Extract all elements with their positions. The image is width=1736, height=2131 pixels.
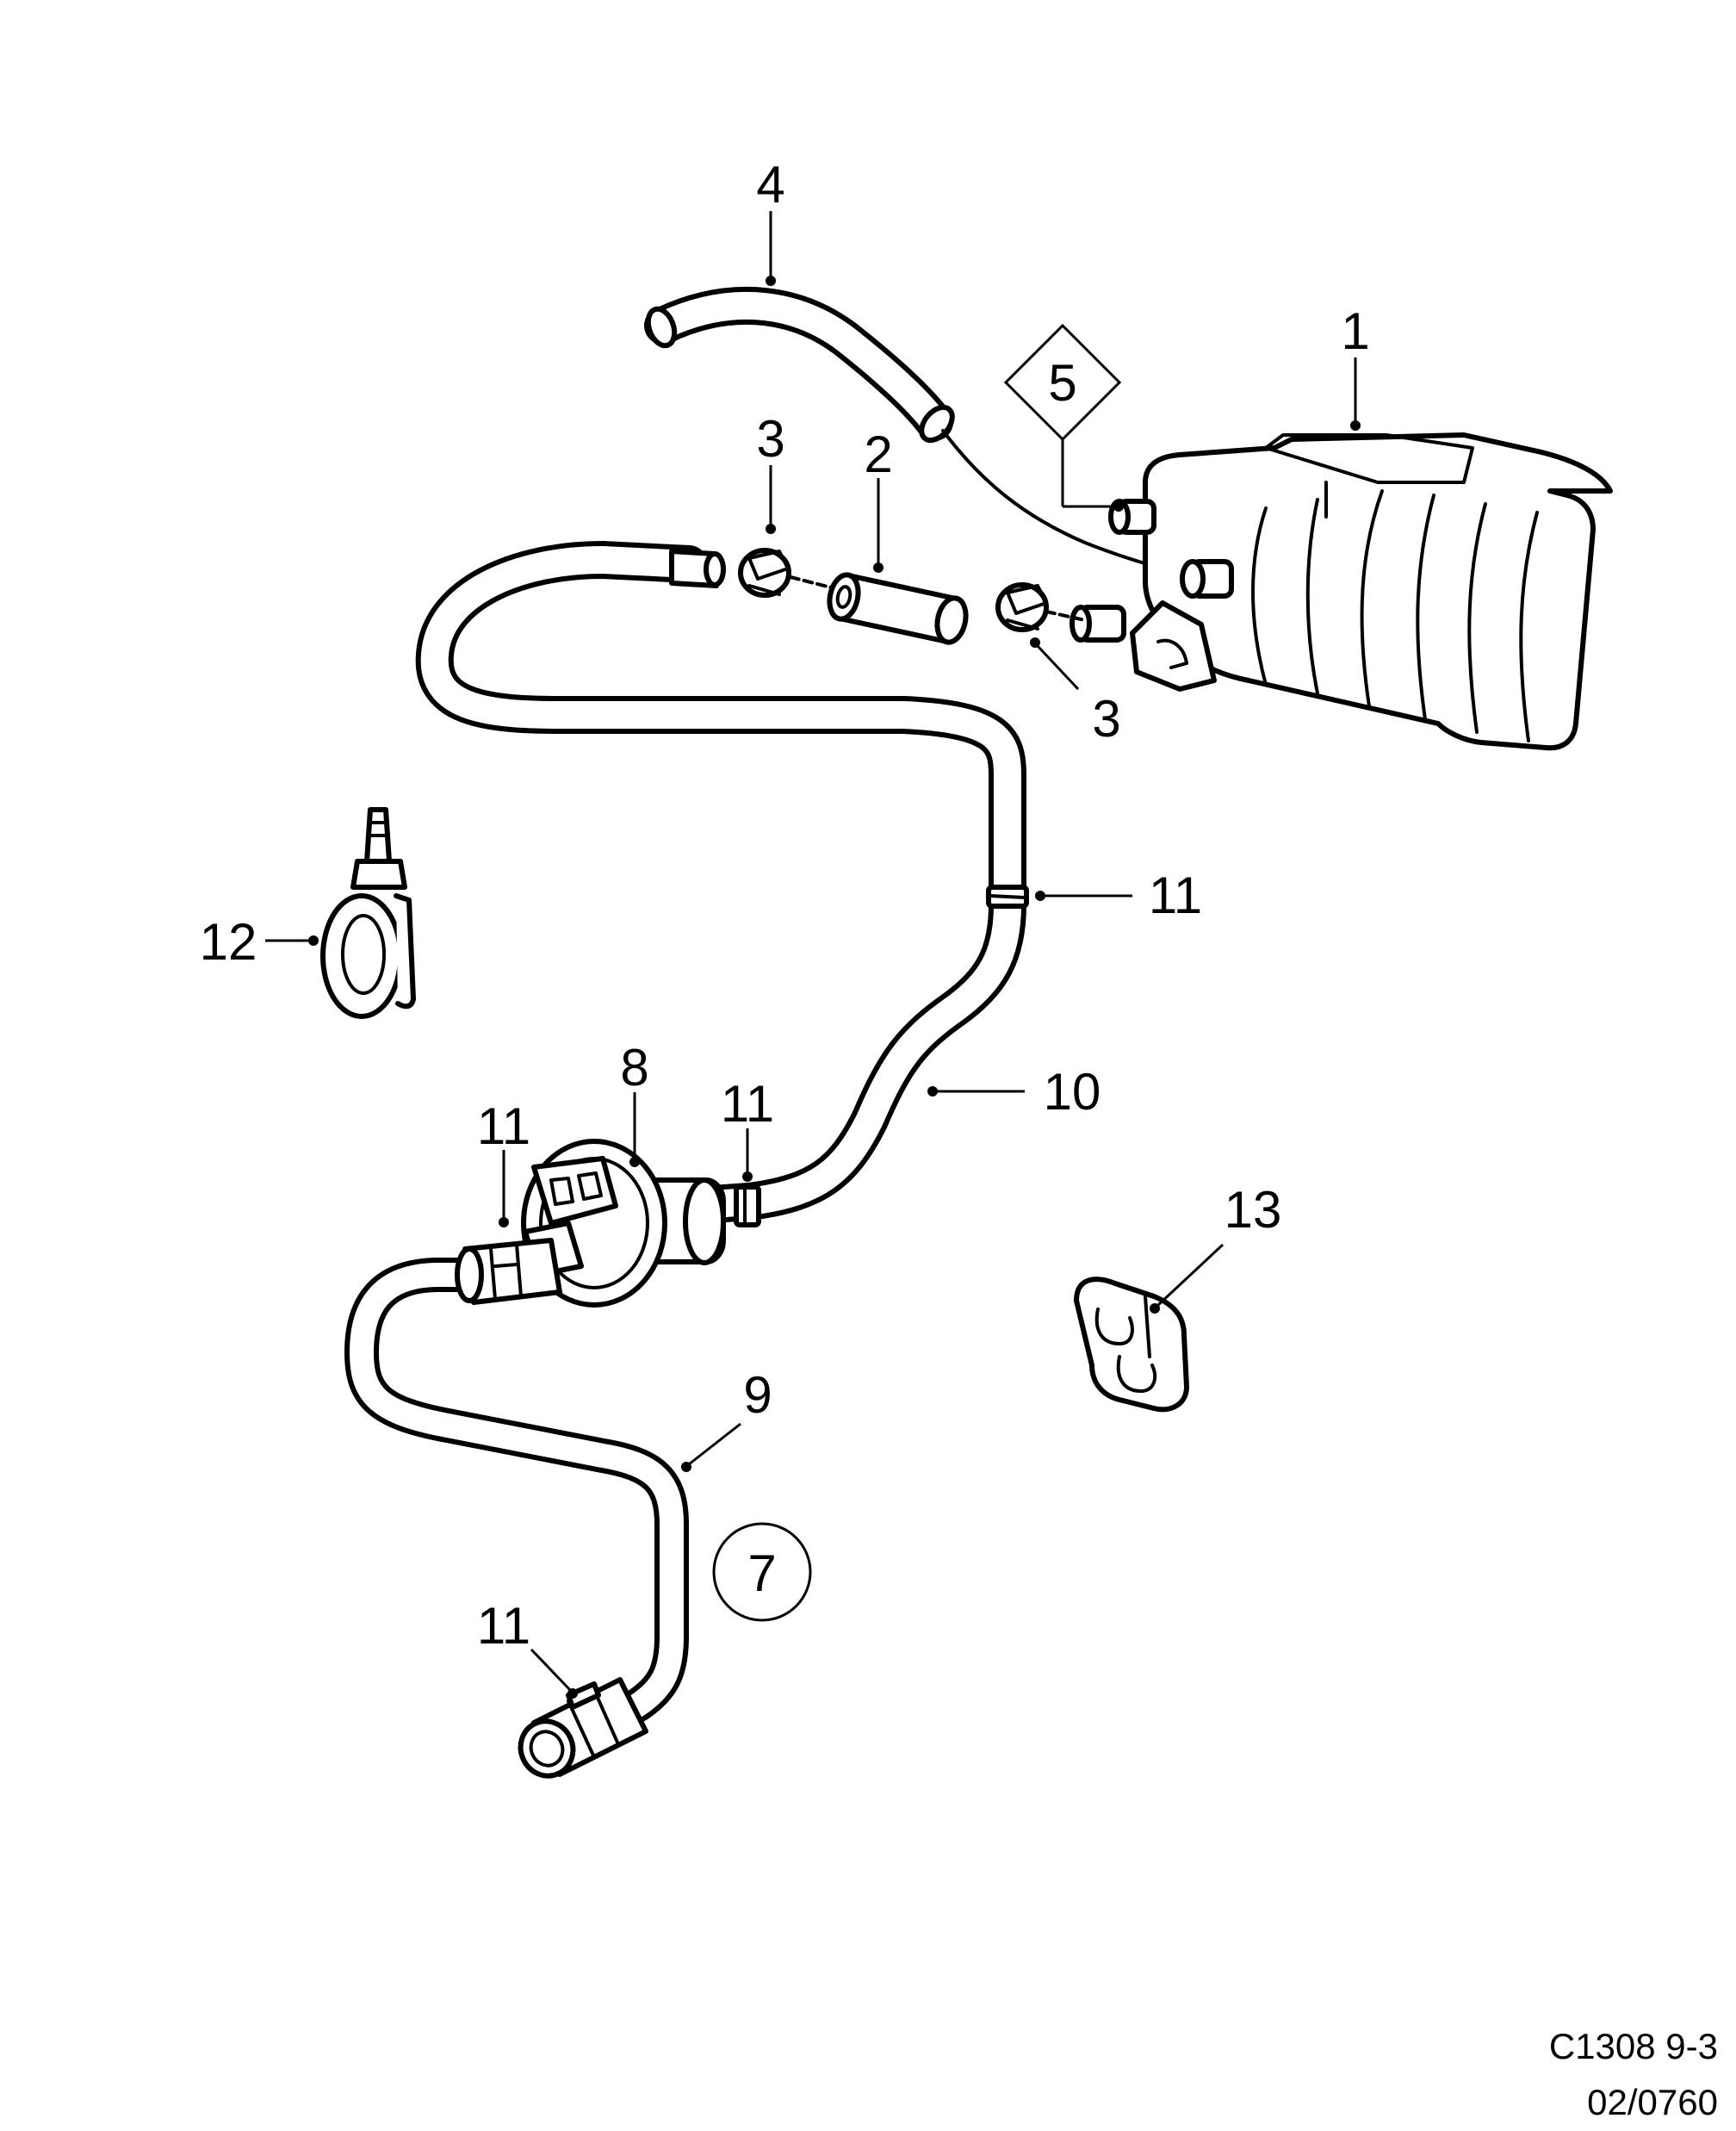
clamp-part-3a: [738, 548, 791, 598]
callout-5: 5: [1048, 354, 1076, 412]
callout-12: 12: [200, 913, 257, 971]
hose-part-10: [415, 541, 1026, 1225]
callout-1: 1: [1341, 302, 1369, 360]
valve-part-8: [521, 1139, 726, 1308]
callout-11-left: 11: [477, 1097, 530, 1155]
canister-part-1: [1070, 432, 1613, 751]
callout-3-upper: 3: [756, 410, 784, 468]
figure-code: C1308 9-3: [1549, 2026, 1718, 2066]
circle-symbol: [712, 1522, 812, 1622]
nipple-fitting-part-12: [320, 807, 416, 1019]
callout-9: 9: [743, 1366, 772, 1424]
leader-lines: [265, 211, 1361, 1699]
callout-3-lower: 3: [1092, 690, 1120, 748]
callout-8: 8: [620, 1039, 648, 1097]
callout-11-upper: 11: [1149, 867, 1202, 924]
callout-7: 7: [747, 1544, 776, 1602]
diamond-symbol: [1003, 323, 1122, 442]
hose-clip-part-11-middle: [734, 1184, 761, 1227]
callout-11-bottom: 11: [477, 1597, 530, 1655]
callout-10: 10: [1044, 1063, 1101, 1121]
hose-end-connector-part-11: [518, 1677, 648, 1779]
callout-13: 13: [1224, 1181, 1282, 1239]
hose-part-9: [344, 1258, 689, 1723]
callout-2: 2: [864, 426, 892, 483]
hose-part-4: [644, 287, 1190, 577]
figure-date: 02/0760: [1587, 2082, 1718, 2122]
hose-clip-part-11-valve: [455, 1238, 562, 1305]
clamp-part-3b: [995, 582, 1049, 632]
connector-tube-part-2: [827, 572, 969, 645]
hose-clip-part-11-upper: [986, 885, 1029, 909]
callout-4: 4: [756, 156, 784, 214]
double-clip-part-13: [1074, 1277, 1189, 1413]
callout-11-middle: 11: [721, 1075, 774, 1133]
